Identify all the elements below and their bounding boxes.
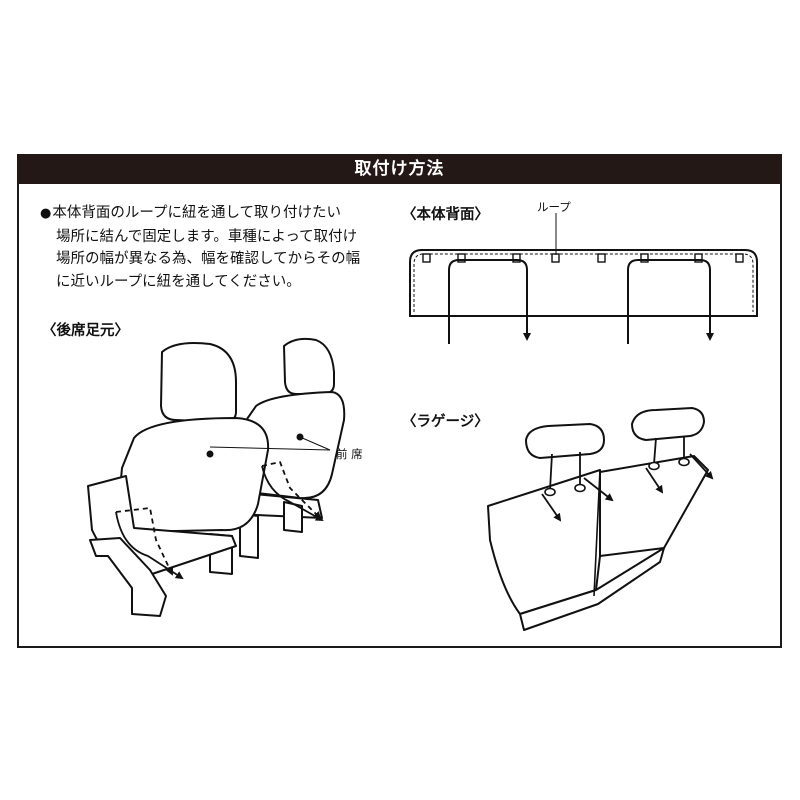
instruction-line-3: 場所の幅が異なる為、幅を確認してからその幅 bbox=[56, 251, 361, 267]
far-seat-marker bbox=[296, 433, 304, 441]
instruction-text: ●本体背面のループに紐を通して取り付けたい 場所に結んで固定します。車種によって… bbox=[40, 202, 390, 293]
left-headrest-posts bbox=[549, 452, 581, 491]
near-seat-back bbox=[120, 417, 270, 533]
rear-footwell-label: 〈後席足元〉 bbox=[42, 323, 129, 339]
front-seat-label: 前 席 bbox=[336, 447, 363, 461]
rear-seat-back-right bbox=[599, 455, 709, 557]
near-seat-headrest bbox=[160, 342, 237, 423]
section-title: 取付け方法 bbox=[17, 154, 782, 184]
footwell-straps bbox=[115, 461, 324, 580]
luggage-straps bbox=[541, 453, 714, 522]
bullet-icon: ● bbox=[40, 206, 52, 221]
back-view-label: 〈本体背面〉 bbox=[402, 207, 489, 223]
strap-left bbox=[448, 259, 531, 344]
luggage-stays bbox=[544, 457, 690, 497]
near-seat-marker bbox=[206, 450, 214, 458]
rear-footwell-diagram bbox=[87, 337, 346, 617]
instruction-line-1: ●本体背面のループに紐を通して取り付けたい bbox=[40, 205, 342, 221]
far-seat-headrest bbox=[283, 337, 335, 395]
strap-right bbox=[627, 259, 714, 344]
front-seat-leader bbox=[209, 446, 331, 451]
near-seat-frame bbox=[89, 537, 167, 617]
seat-back-body bbox=[409, 249, 758, 317]
back-view-diagram bbox=[409, 213, 758, 344]
rear-seat-back-left bbox=[487, 469, 601, 615]
luggage-label: 〈ラゲージ〉 bbox=[402, 414, 489, 430]
instruction-line-2: 場所に結んで固定します。車種によって取付け bbox=[56, 228, 358, 245]
left-headrest bbox=[525, 423, 605, 459]
seat-back-stitch bbox=[413, 253, 754, 312]
instruction-line-4: に近いループに紐を通してください。 bbox=[56, 273, 301, 290]
right-headrest bbox=[631, 407, 705, 441]
seat-bottom-panel bbox=[519, 547, 665, 631]
loop-label: ループ bbox=[537, 200, 571, 214]
right-headrest-posts bbox=[653, 436, 685, 465]
luggage-diagram bbox=[487, 407, 714, 631]
